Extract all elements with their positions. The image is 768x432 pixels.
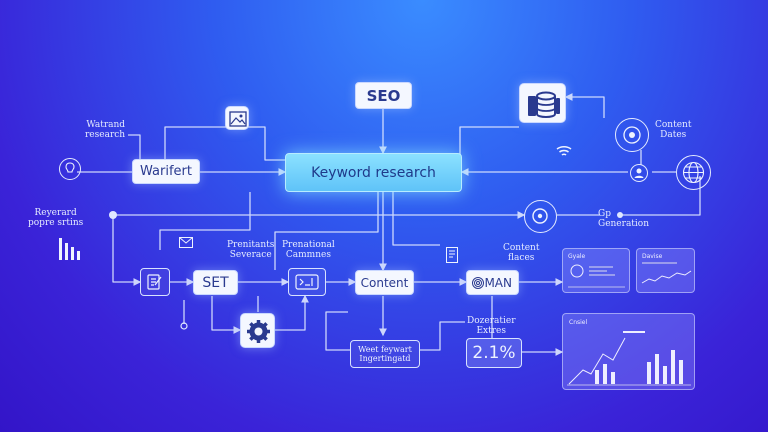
mail-icon <box>179 237 193 248</box>
dashboard-panel-right[interactable]: Davise <box>636 248 695 293</box>
weet-keyward-label: Weet feywart Ingertingatd <box>358 345 412 363</box>
focus-circle[interactable] <box>524 200 557 233</box>
content-label: Content <box>360 275 409 290</box>
panel-right-title: Davise <box>642 253 663 260</box>
fingerprint-icon <box>472 277 484 289</box>
database-icon <box>528 91 560 118</box>
terminal-icon <box>295 274 319 290</box>
terminal-box[interactable] <box>288 268 326 296</box>
panel-left-graphic <box>568 264 625 288</box>
user-circle[interactable] <box>630 164 648 182</box>
target-circle[interactable] <box>615 118 649 152</box>
panel-bottom-title: Cnsiel <box>569 319 588 326</box>
man-node[interactable]: MAN <box>466 270 519 295</box>
globe-circle[interactable] <box>676 155 711 190</box>
gear-tile[interactable] <box>240 313 275 348</box>
keyword-research-node[interactable]: Keyword research <box>285 153 462 192</box>
lightbulb-circle[interactable] <box>59 158 81 180</box>
prenitants-label: Prenitants Severace <box>227 240 275 260</box>
document-icon <box>446 247 458 263</box>
lightbulb-icon <box>65 162 75 173</box>
edit-icon <box>147 274 162 290</box>
image-icon <box>229 111 247 127</box>
generation-label: Gp Generation <box>598 209 650 229</box>
edit-box[interactable] <box>140 268 170 296</box>
target-icon <box>532 208 548 224</box>
image-tile[interactable] <box>225 106 249 130</box>
reyerard-label: Reyerard popre srtins <box>28 208 84 228</box>
dashboard-panel-left[interactable]: Gyale <box>562 248 630 293</box>
content-flaces-label: Content flaces <box>503 243 540 263</box>
man-label: MAN <box>484 275 512 290</box>
bar-chart-icon <box>59 238 80 260</box>
watrand-research-label: Watrand research <box>85 120 126 140</box>
content-dates-label: Content Dates <box>655 120 692 140</box>
panel-bottom-graphic <box>567 331 691 386</box>
gear-icon <box>247 320 270 343</box>
wifi-icon <box>556 146 572 156</box>
user-icon <box>634 168 644 178</box>
seo-label: SEO <box>366 86 401 105</box>
database-tile[interactable] <box>519 83 566 123</box>
seo-node[interactable]: SEO <box>355 82 412 109</box>
dashboard-panel-bottom[interactable]: Cnsiel <box>562 313 695 390</box>
set-label: SET <box>202 274 229 291</box>
prentonal-label: Prenational Cammnes <box>282 240 335 260</box>
weet-keyward-node[interactable]: Weet feywart Ingertingatd <box>350 340 420 368</box>
globe-icon <box>682 161 705 184</box>
content-node[interactable]: Content <box>355 270 414 295</box>
keyword-research-label: Keyword research <box>311 164 436 181</box>
panel-left-title: Gyale <box>568 253 586 260</box>
warfert-label: Warifert <box>140 164 192 179</box>
dozeratier-label: Dozeratier Extres <box>467 316 516 336</box>
stat-value: 2.1% <box>472 343 516 363</box>
stat-node: 2.1% <box>466 338 522 368</box>
warfert-node[interactable]: Warifert <box>132 159 200 184</box>
target-icon <box>623 126 641 144</box>
panel-right-graphic <box>641 262 692 284</box>
set-node[interactable]: SET <box>193 270 238 295</box>
